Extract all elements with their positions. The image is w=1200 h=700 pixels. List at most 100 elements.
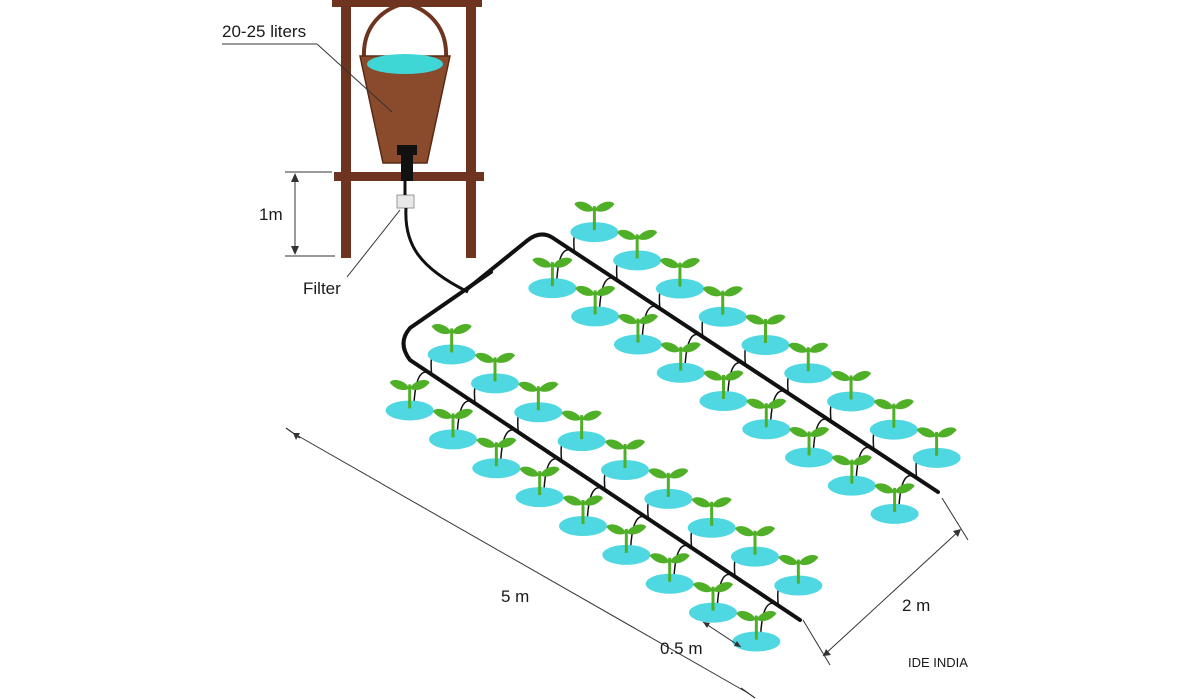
plant xyxy=(557,410,606,452)
plant xyxy=(644,468,693,509)
plant xyxy=(785,426,834,468)
plant xyxy=(827,455,876,496)
plant-leaf xyxy=(893,399,914,410)
plant-leaf xyxy=(736,611,757,622)
plant xyxy=(732,611,781,652)
plant-leaf xyxy=(574,201,595,212)
plant-leaf xyxy=(798,555,819,566)
plant-leaf xyxy=(617,229,638,240)
lateral-pipe-right xyxy=(464,232,940,494)
plant-leaf xyxy=(711,497,732,508)
plant-leaf xyxy=(680,342,701,353)
plant-leaf xyxy=(575,285,596,296)
plant xyxy=(870,483,919,524)
filter-box xyxy=(396,194,415,209)
water-puddle xyxy=(557,431,606,452)
plant-leaf xyxy=(539,466,560,477)
plant-leaf xyxy=(851,370,872,381)
water-puddle xyxy=(427,344,476,365)
plant-leaf xyxy=(936,427,957,438)
plant xyxy=(774,555,823,596)
water-puddle xyxy=(741,335,790,355)
water-puddle xyxy=(385,400,434,421)
water-puddle xyxy=(699,391,748,411)
water-puddle xyxy=(912,447,961,468)
water-puddle xyxy=(655,278,704,299)
plant xyxy=(515,466,564,508)
plant-leaf xyxy=(583,495,603,506)
plant-leaf xyxy=(552,257,573,268)
plant-leaf xyxy=(766,398,787,409)
water-puddle xyxy=(601,460,649,480)
plant xyxy=(698,286,747,327)
spacing-label: 0.5 m xyxy=(660,639,703,658)
plant-leaf xyxy=(789,426,810,437)
plant xyxy=(912,427,961,468)
plant-leaf xyxy=(713,582,733,593)
water-puddle xyxy=(774,575,823,596)
plant-leaf xyxy=(496,437,517,448)
plant-leaf xyxy=(660,342,681,353)
plant-leaf xyxy=(916,427,937,438)
length-dim-arrow-start xyxy=(293,433,300,440)
plant xyxy=(699,370,748,411)
plant xyxy=(559,495,607,536)
plant xyxy=(601,439,649,480)
water-puddle xyxy=(570,222,619,243)
plant-leaf xyxy=(874,483,895,494)
plant-leaf xyxy=(409,379,430,390)
water-puddle xyxy=(571,306,620,327)
capacity-leader xyxy=(316,43,393,113)
plant xyxy=(784,342,833,384)
plant-leaf xyxy=(831,455,852,466)
plant-leaf xyxy=(637,229,658,240)
plant-leaf xyxy=(693,582,713,593)
plant xyxy=(687,497,736,538)
plant-leaf xyxy=(475,352,495,363)
plant-leaf xyxy=(703,370,724,381)
plant-leaf xyxy=(723,370,744,381)
plant-leaf xyxy=(519,466,540,477)
water-puddle xyxy=(827,391,876,412)
width-dim-line xyxy=(822,529,961,657)
plant xyxy=(731,526,779,567)
plant-leaf xyxy=(538,381,559,392)
plant-leaf xyxy=(433,408,453,419)
water-puddle xyxy=(429,429,477,450)
plant-leaf xyxy=(809,426,830,437)
plant xyxy=(689,582,737,623)
water-puddle xyxy=(869,419,918,440)
width-label: 2 m xyxy=(902,596,930,615)
water-puddle xyxy=(645,573,694,594)
length-dimension: 5 m xyxy=(285,427,756,699)
water-puddle xyxy=(472,458,521,479)
plant-leaf xyxy=(431,323,452,334)
water-puddle xyxy=(785,447,834,468)
width-dim-tick-top xyxy=(941,497,969,541)
filter-label: Filter xyxy=(303,279,341,298)
plant xyxy=(742,398,791,440)
plant xyxy=(571,285,620,327)
plant xyxy=(471,352,519,394)
plant-leaf xyxy=(745,314,766,325)
plant xyxy=(385,379,434,421)
height-label: 1m xyxy=(259,205,283,224)
lateral-pipe-left xyxy=(401,270,802,622)
water-puddle xyxy=(613,250,662,271)
plant-leaf xyxy=(765,314,786,325)
plant-leaf xyxy=(788,342,809,353)
water-puddle xyxy=(827,475,876,496)
water-puddle xyxy=(784,363,833,384)
width-dim-arrow-bottom xyxy=(823,649,831,656)
plant xyxy=(869,399,918,440)
feed-pipe xyxy=(404,207,469,294)
tap-handle xyxy=(397,145,417,155)
water-puddle xyxy=(471,373,519,394)
plant-leaf xyxy=(595,285,616,296)
plant-leaf xyxy=(649,553,670,564)
height-dim-arrow-down xyxy=(291,246,299,255)
plant-leaf xyxy=(518,381,539,392)
plant xyxy=(741,314,790,355)
plant-leaf xyxy=(746,398,767,409)
